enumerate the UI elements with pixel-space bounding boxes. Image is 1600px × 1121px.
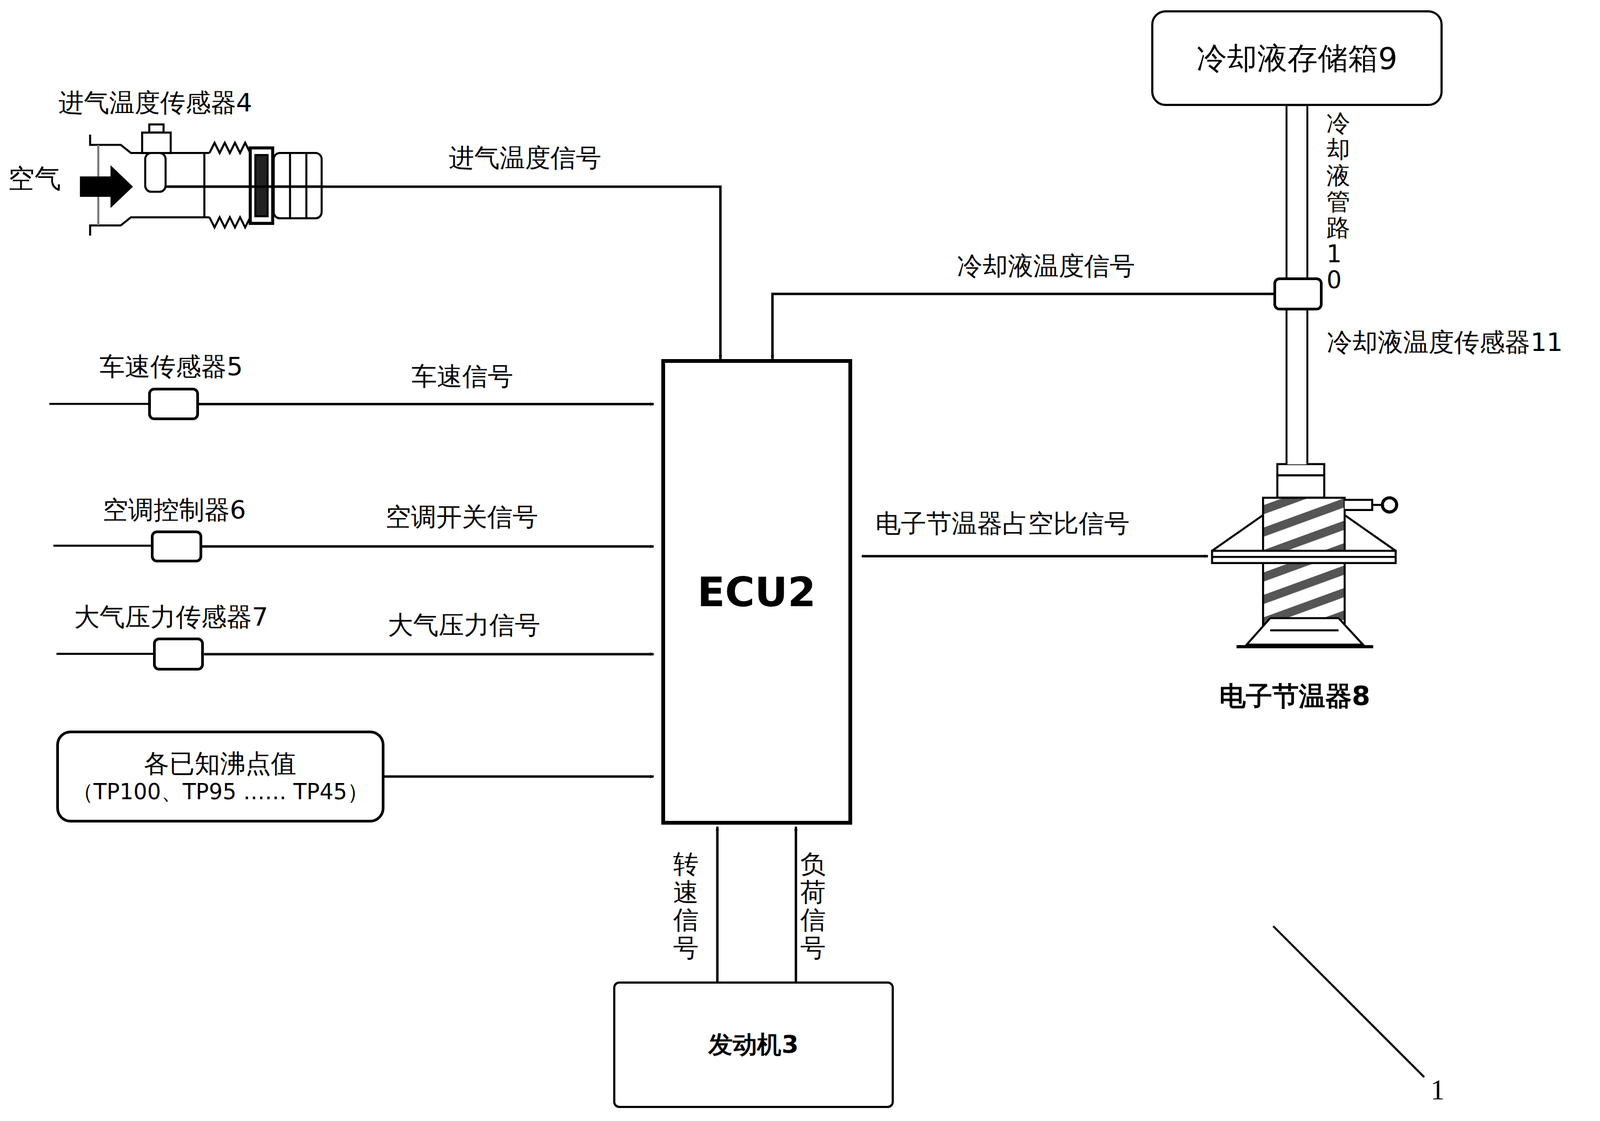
- coolant-pipe: [1296, 310, 1298, 465]
- signal-arrow: [202, 546, 654, 547]
- ecu-box: ECU2: [661, 359, 853, 825]
- sensor-box: 大气压力传感器7: [153, 637, 204, 670]
- pipe-wall: [1285, 310, 1309, 465]
- coolant-pipe: [1296, 105, 1298, 278]
- coolant-tank-box: 冷却液存储箱9: [1151, 10, 1444, 106]
- signal-line: [202, 545, 654, 548]
- pipe-bore: [1287, 105, 1307, 278]
- signal-arrow: [322, 186, 721, 360]
- signal-line: [198, 402, 654, 406]
- signal-arrow: [203, 653, 654, 655]
- air-label: 空气: [8, 163, 62, 196]
- signal-line: [384, 775, 654, 779]
- signal-label: 大气压力信号: [387, 609, 541, 641]
- part-label: 大气压力传感器7: [74, 601, 269, 633]
- signal-label: 空调开关信号: [385, 501, 539, 533]
- box-text: 各已知沸点值: [143, 748, 297, 779]
- part-label: 进气温度传感器4: [58, 87, 253, 118]
- signal-label: 负荷信号: [800, 850, 826, 962]
- pipe-wall: [1285, 105, 1309, 278]
- signal-arrow: [795, 826, 796, 982]
- signal-line: [772, 293, 1274, 360]
- signal-arrow: [716, 826, 718, 982]
- intake-sensor: 进气温度传感器4: [86, 130, 323, 235]
- sensor-box: 空调控制器6: [150, 530, 202, 563]
- engine-box: 发动机3: [613, 981, 894, 1108]
- pipe-bore: [1287, 310, 1307, 465]
- signal-line: [861, 554, 1208, 558]
- intake-sensor-body: [142, 124, 323, 192]
- box-text: （TP100、TP95 …… TP45）: [71, 778, 369, 805]
- box-text: 冷却液存储箱9: [1196, 40, 1398, 77]
- signal-label: 进气温度信号: [448, 142, 602, 174]
- air-arrow: [80, 165, 134, 209]
- signal-line: [794, 826, 798, 982]
- part-label: 电子节温器8: [1219, 680, 1371, 713]
- signal-arrow: [772, 293, 1274, 360]
- signal-line: [715, 826, 719, 982]
- signal-label: 电子节温器占空比信号: [875, 508, 1130, 539]
- signal-label: 冷却液温度信号: [957, 250, 1135, 282]
- part-label: 空调控制器6: [102, 494, 247, 526]
- box-text: 发动机3: [708, 1030, 799, 1060]
- signal-label: 转速信号: [673, 850, 699, 962]
- pipe-label: 冷却液管路10: [1326, 110, 1351, 294]
- signal-arrow: [198, 403, 654, 405]
- signal-line: [322, 186, 721, 360]
- signal-line: [203, 652, 654, 656]
- sensor-box: 车速传感器5: [148, 387, 199, 421]
- boiling-point-box: 各已知沸点值（TP100、TP95 …… TP45）: [56, 730, 385, 823]
- signal-arrow: [384, 776, 654, 778]
- part-label: 冷却液温度传感器11: [1326, 327, 1563, 358]
- thermostat: 电子节温器8: [1212, 464, 1397, 654]
- callout-number: 1: [1430, 1073, 1445, 1107]
- thermostat-body: [1212, 463, 1397, 647]
- box-text: ECU2: [697, 567, 816, 617]
- leader-line: [1273, 926, 1425, 1078]
- signal-label: 车速信号: [411, 361, 514, 392]
- signal-arrow: [861, 555, 1208, 557]
- part-label: 车速传感器5: [99, 351, 243, 382]
- sensor-box: 冷却液温度传感器11: [1273, 277, 1323, 310]
